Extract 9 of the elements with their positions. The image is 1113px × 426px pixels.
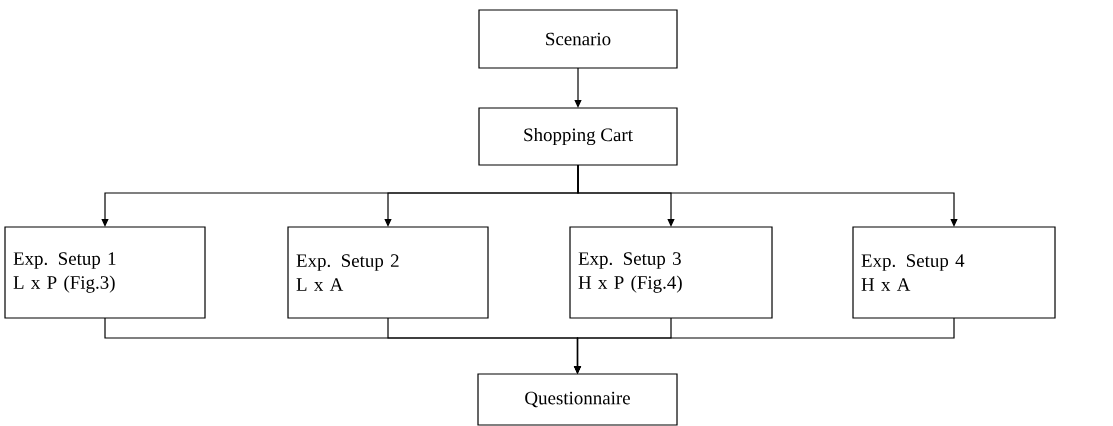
process-box: Shopping Cart bbox=[478, 107, 678, 166]
setup-box: Exp. Setup 3 H x P (Fig.4) bbox=[569, 226, 773, 319]
process-box: Scenario bbox=[478, 9, 678, 69]
arrow bbox=[577, 164, 958, 227]
setup-box: Exp. Setup 1 L x P (Fig.3) bbox=[4, 226, 206, 319]
setup-box: Exp. Setup 2 L x A bbox=[287, 226, 489, 319]
arrow bbox=[574, 67, 582, 108]
setup-box: Exp. Setup 4 H x A bbox=[852, 226, 1056, 319]
process-box: Questionnaire bbox=[477, 373, 678, 426]
